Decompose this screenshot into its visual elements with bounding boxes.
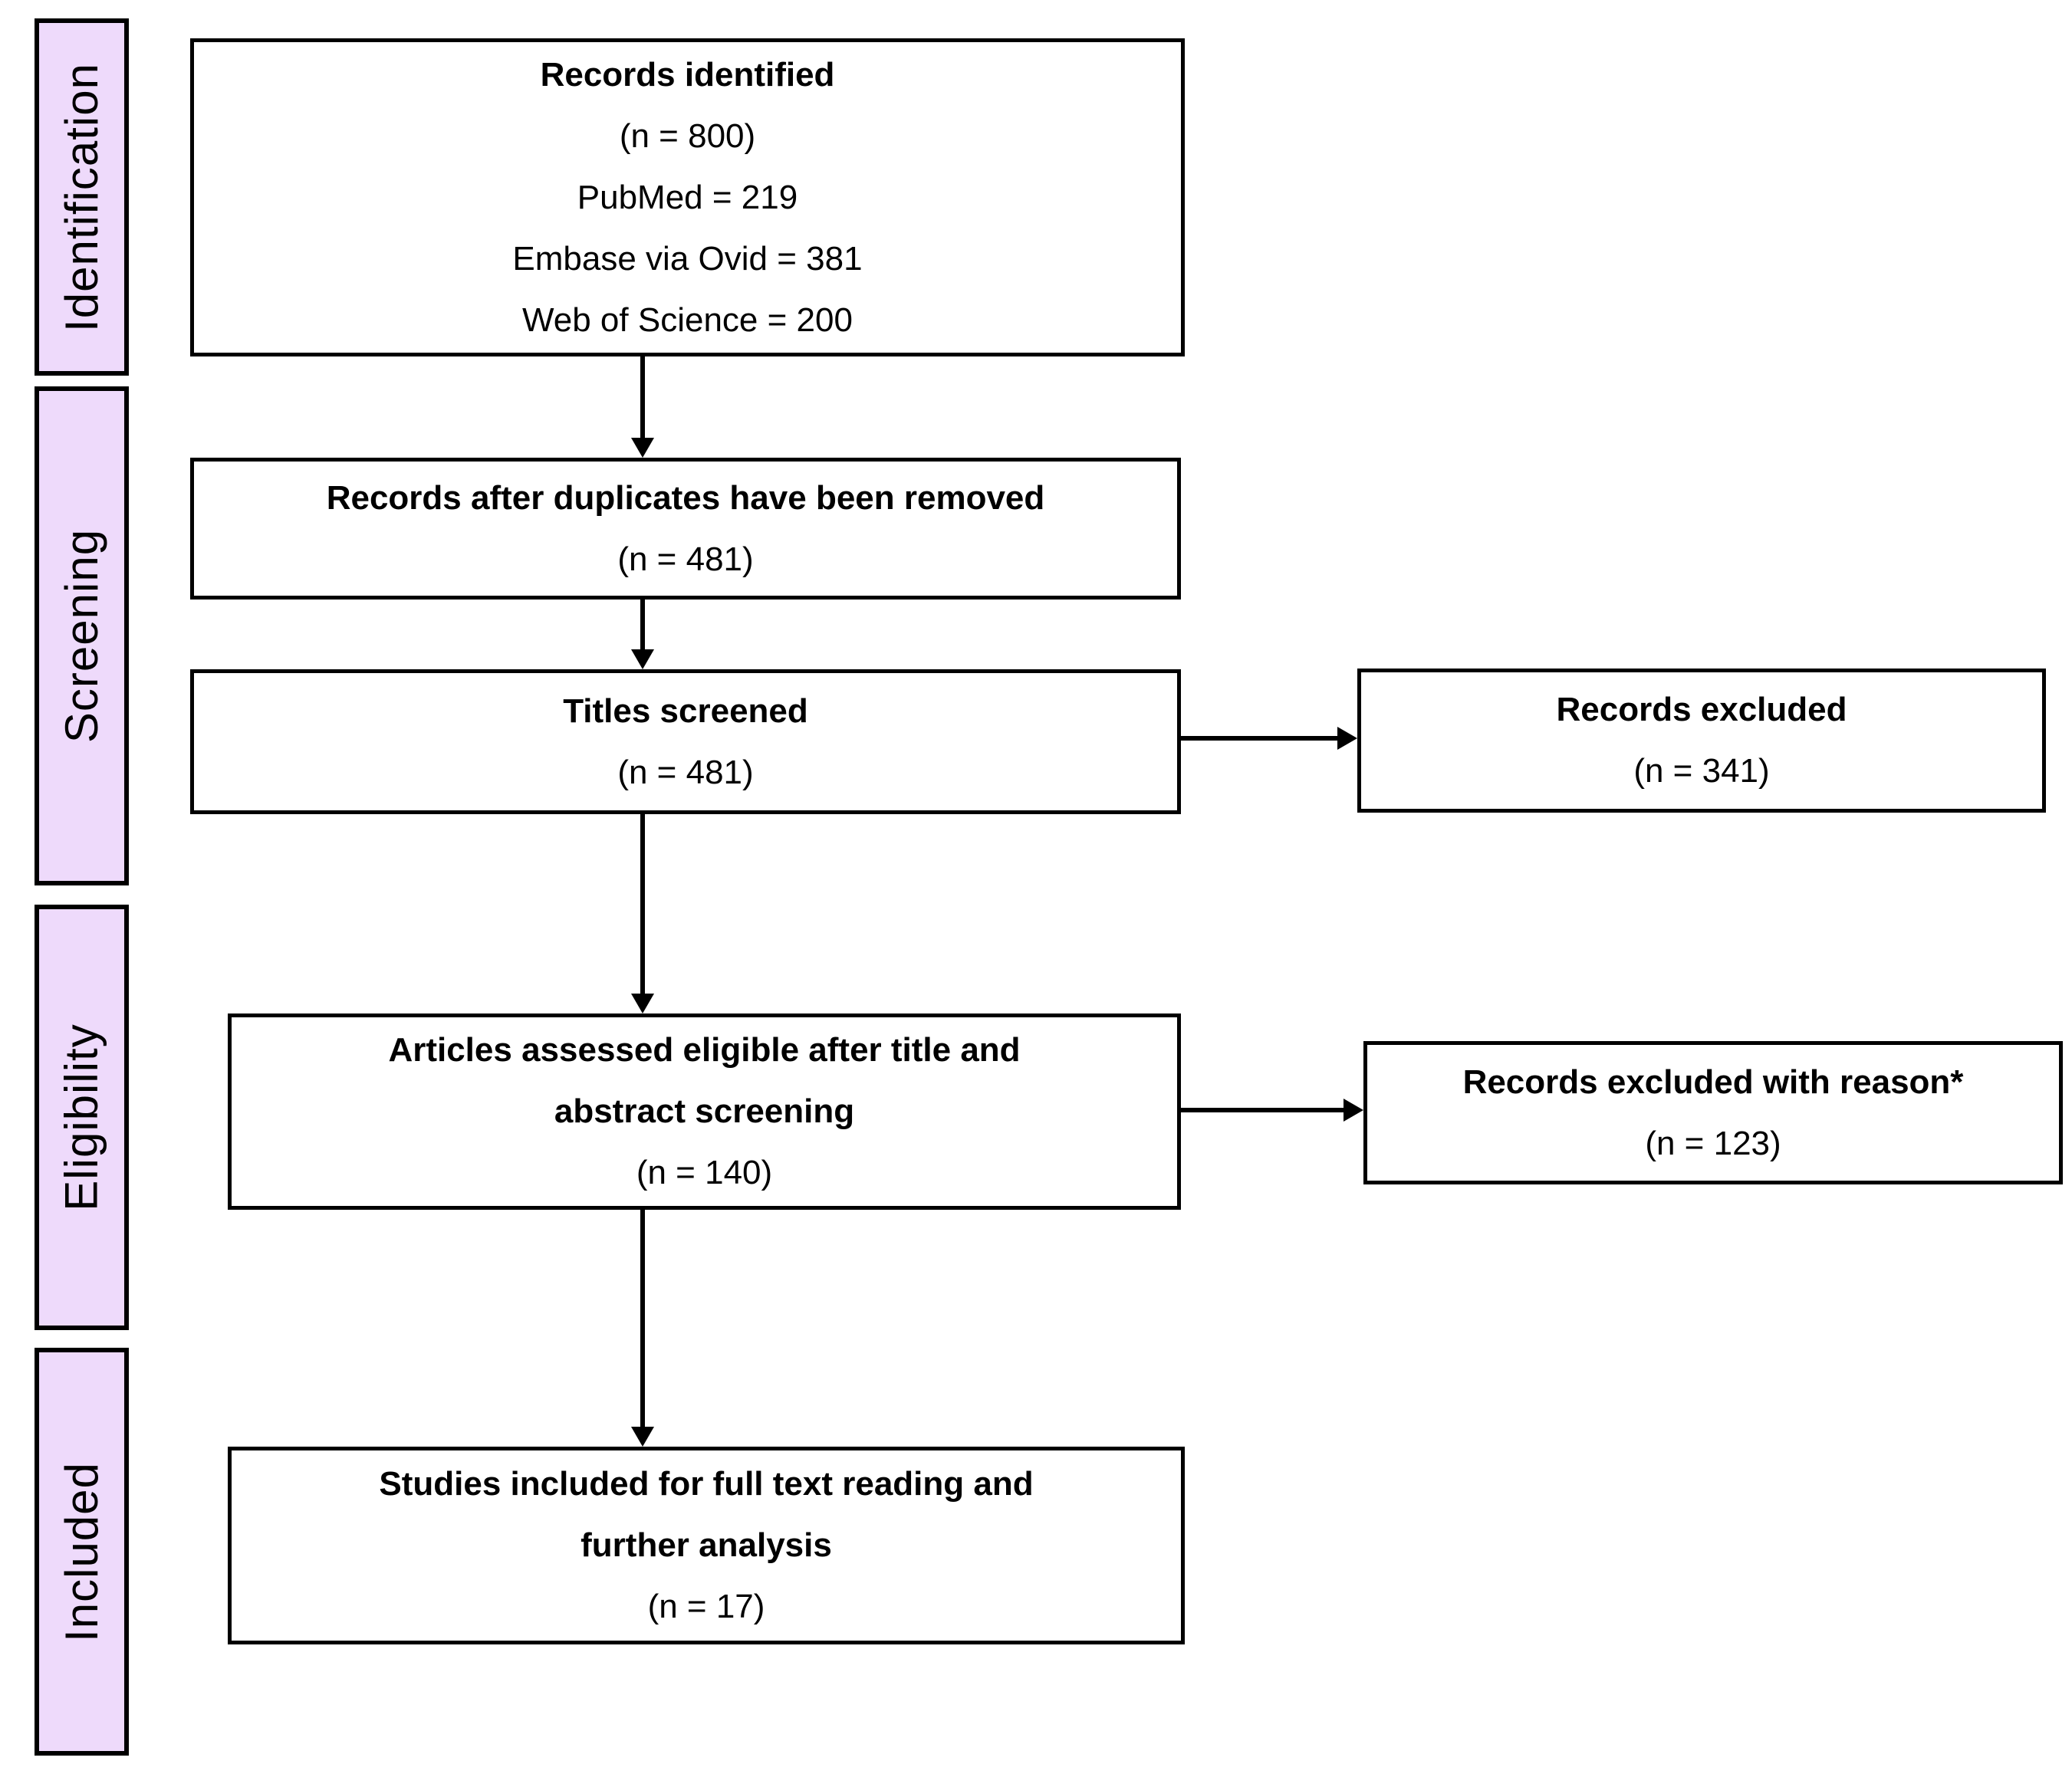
arrow-deduplicated-to-titles-screened [631,600,654,669]
arrow-titles-screened-to-eligible [631,814,654,1013]
stage-box-identification: Identification [35,18,129,376]
box-eligible-title-line1: Articles assessed eligible after title a… [388,1031,1021,1069]
box-records-after-duplicates-removed: Records after duplicates have been remov… [190,458,1181,600]
box-records-identified-count: (n = 800) [619,117,756,155]
box-titles-screened-title: Titles screened [563,692,808,730]
stage-box-included: Included [35,1348,129,1756]
arrow-identified-to-deduplicated [631,356,654,458]
box-studies-included-full-text: Studies included for full text reading a… [228,1447,1185,1644]
box-records-excluded: Records excluded (n = 341) [1357,669,2046,813]
arrow-eligible-to-excluded-with-reason [1181,1099,1363,1122]
box-records-identified-pubmed: PubMed = 219 [577,178,798,216]
box-eligible-count: (n = 140) [636,1154,773,1191]
stage-label-screening: Screening [56,528,107,744]
box-included-count: (n = 17) [647,1588,765,1625]
arrow-titles-screened-to-records-excluded [1181,727,1357,750]
box-titles-screened: Titles screened (n = 481) [190,669,1181,814]
box-included-title-line1: Studies included for full text reading a… [379,1465,1034,1503]
box-excluded-reason-title: Records excluded with reason* [1462,1063,1964,1101]
arrow-eligible-to-included-studies [631,1210,654,1447]
box-records-excluded-title: Records excluded [1556,691,1847,728]
box-records-identified-embase: Embase via Ovid = 381 [512,239,863,278]
box-records-identified-wos: Web of Science = 200 [522,301,853,339]
box-excluded-reason-count: (n = 123) [1645,1124,1781,1162]
stage-box-eligibility: Eligibility [35,905,129,1330]
stage-label-eligibility: Eligibility [56,1023,108,1211]
box-titles-screened-count: (n = 481) [617,753,754,791]
box-eligible-title-line2: abstract screening [554,1092,855,1130]
stage-label-included: Included [56,1461,108,1642]
box-records-excluded-with-reason: Records excluded with reason* (n = 123) [1363,1041,2063,1184]
box-records-excluded-count: (n = 341) [1633,752,1770,790]
box-records-identified-title: Records identified [540,55,835,94]
stage-label-identification: Identification [56,62,108,332]
box-records-identified: Records identified (n = 800) PubMed = 21… [190,38,1185,356]
box-included-title-line2: further analysis [580,1526,832,1564]
box-deduplicated-count: (n = 481) [617,540,754,578]
box-articles-assessed-eligible: Articles assessed eligible after title a… [228,1013,1181,1210]
stage-box-screening: Screening [35,386,129,885]
box-deduplicated-title: Records after duplicates have been remov… [326,478,1045,517]
